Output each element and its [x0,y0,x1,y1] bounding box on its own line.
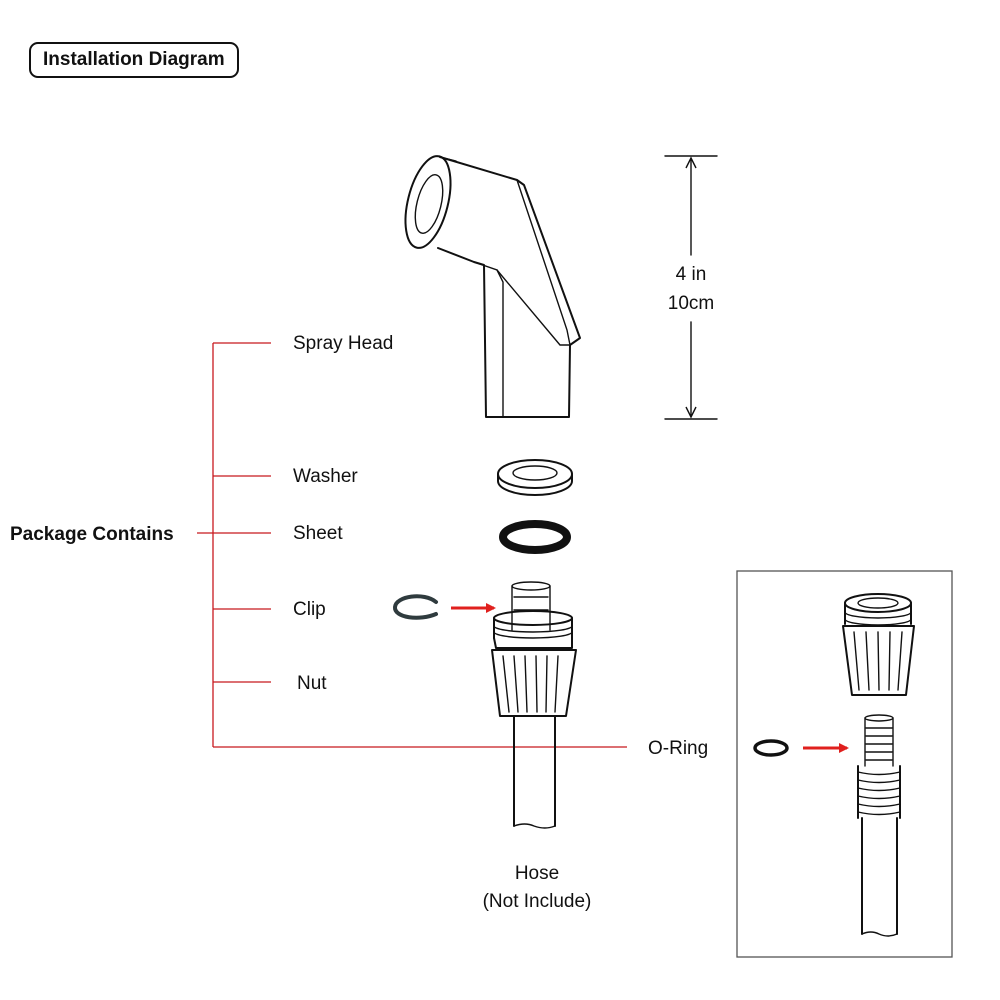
package-contains-label: Package Contains [10,524,174,545]
spray-head-label: Spray Head [293,333,393,354]
spray-head-drawing [404,155,581,418]
clip-label: Clip [293,599,326,620]
dimension-imperial-text: 4 in [676,264,707,285]
o-ring-inset-panel [736,570,953,958]
page-title: Installation Diagram [43,49,225,70]
hose-label: Hose [515,863,559,884]
sheet-drawing [499,520,571,554]
washer-drawing [497,459,573,496]
clip-drawing [393,594,438,620]
sheet-label: Sheet [293,523,343,544]
nut-label: Nut [297,673,327,694]
dimension-metric-text: 10cm [668,293,714,314]
o-ring-drawing [753,739,789,757]
hose-note-label: (Not Include) [483,891,592,912]
dimension-marker: 4 in 10cm [664,155,718,420]
washer-label: Washer [293,466,358,487]
nut-assembly-drawing [491,581,577,829]
leader-lines [197,342,627,748]
o-ring-label: O-Ring [648,738,708,759]
title-badge: Installation Diagram [29,42,239,78]
